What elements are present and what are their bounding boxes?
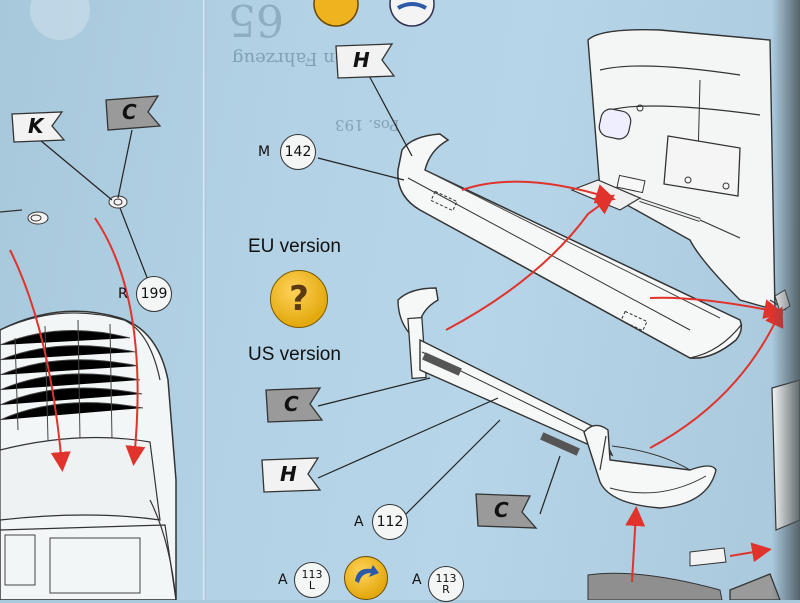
part-prefix-a113l: A: [278, 572, 288, 588]
flag-h-us: H: [280, 462, 297, 486]
part-prefix-a112: A: [354, 514, 364, 530]
part-prefix-a113r: A: [412, 572, 422, 588]
flag-h-top: H: [353, 48, 370, 72]
left-red-arrows: [9, 217, 146, 472]
us-bumper: [397, 287, 723, 600]
part-number-a113r: 113 R: [428, 566, 464, 602]
question-badge: ?: [270, 270, 328, 328]
part-number-r199: 199: [136, 276, 172, 312]
left-leader-lines: [39, 129, 149, 281]
page-fold: [203, 0, 206, 600]
us-version-label: US version: [248, 344, 341, 365]
left-panel-car: [0, 0, 177, 600]
top-badges: [313, 0, 435, 27]
flag-shapes: [11, 43, 781, 600]
flag-k: K: [28, 114, 44, 138]
eu-bumper: [397, 133, 743, 359]
part-prefix-r199: R: [118, 286, 128, 302]
flag-c-us2: C: [494, 498, 509, 522]
part-prefix-m142: M: [258, 144, 271, 160]
eu-version-label: EU version: [248, 236, 341, 257]
part-number-a113l-sub: L: [308, 579, 316, 592]
part-number-a112: 112: [372, 504, 408, 540]
flag-c-us1: C: [284, 392, 299, 416]
part-number-a113l-num: 113: [301, 568, 323, 581]
leader-lines: [317, 69, 561, 523]
part-number-a113l: 113 L: [294, 562, 330, 598]
flag-c-left: C: [122, 100, 137, 124]
rotate-arrow-icon: [355, 565, 379, 583]
red-arrows: [445, 180, 784, 583]
rotate-badge: [344, 556, 388, 600]
part-number-a113r-sub: R: [442, 583, 450, 596]
part-number-m142: 142: [280, 134, 316, 170]
page-shadow-edge: [772, 0, 800, 600]
part-number-a113r-num: 113: [435, 572, 457, 585]
